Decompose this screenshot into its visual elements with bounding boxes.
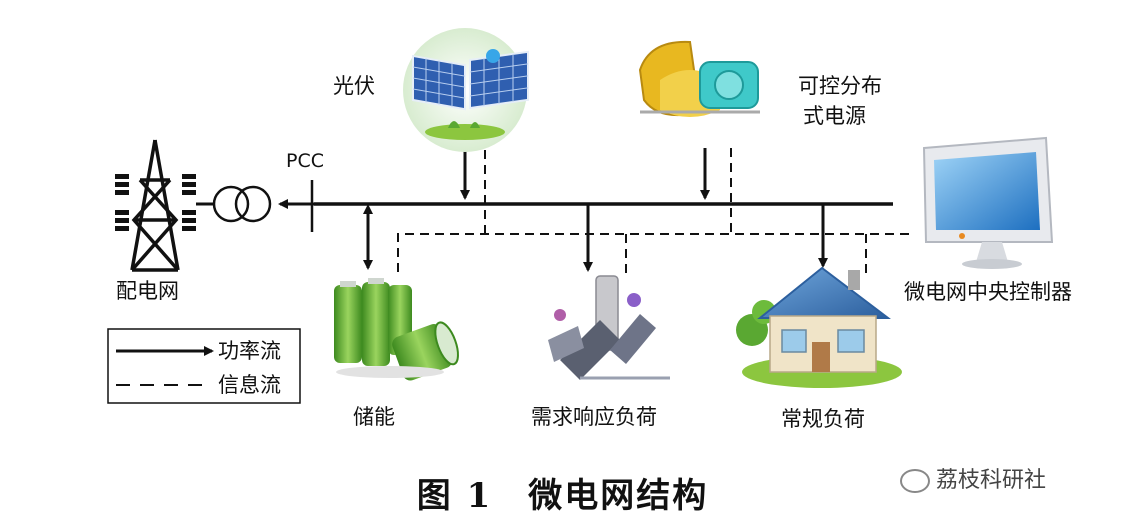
watermark-text: 荔枝科研社: [936, 468, 1047, 493]
transformer-icon: [212, 185, 272, 223]
info-bus: [397, 233, 912, 272]
grid-label: 配电网: [116, 279, 179, 303]
pcc-label: PCC: [286, 150, 324, 172]
conventional-load-label: 常规负荷: [781, 407, 865, 431]
dg-label-line1: 可控分布: [798, 74, 882, 98]
wechat-icon: [900, 469, 930, 493]
insulator-icon: [115, 174, 196, 231]
house-icon: [736, 266, 902, 388]
generator-turbine-icon: [633, 40, 777, 144]
figure-caption: 图 1 微电网结构: [416, 476, 709, 516]
battery-storage-icon: [334, 278, 459, 381]
demand-response-load-label: 需求响应负荷: [531, 405, 657, 429]
pv-label: 光伏: [333, 74, 375, 98]
legend-info-label: 信息流: [218, 373, 281, 397]
transmission-tower-icon: [130, 139, 180, 272]
monitor-icon: [922, 136, 1054, 269]
watermark: 荔枝科研社: [900, 462, 1046, 494]
industrial-load-icon: [548, 275, 670, 380]
dg-label-line2: 式电源: [803, 104, 866, 128]
solar-panel-icon: [403, 28, 529, 152]
legend-box: [107, 328, 301, 404]
controller-label: 微电网中央控制器: [904, 280, 1072, 304]
storage-label: 储能: [353, 405, 395, 429]
legend-power-label: 功率流: [218, 339, 281, 363]
